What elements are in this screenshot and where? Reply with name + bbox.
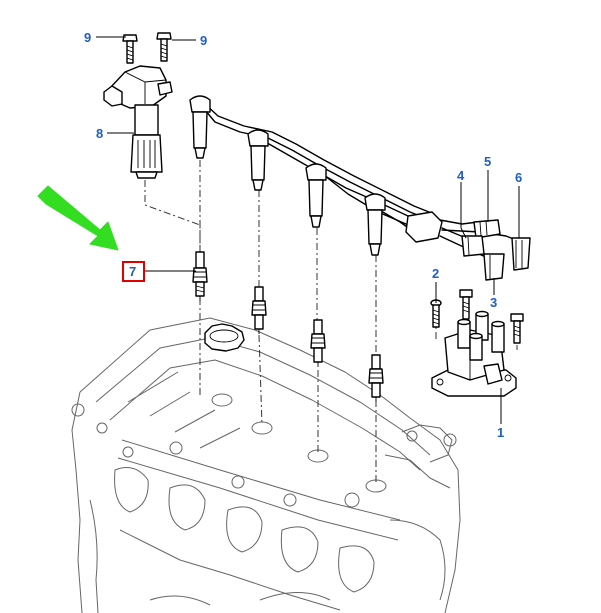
bolt-2-right <box>510 313 524 344</box>
coil-pack <box>431 310 517 397</box>
callout-9-left: 9 <box>84 30 91 45</box>
plug-boot-1 <box>189 95 211 159</box>
ignition-coil <box>103 32 173 179</box>
spark-plug-3 <box>310 319 326 367</box>
plug-boot-3 <box>305 163 327 228</box>
callout-7-highlight-box <box>122 261 145 282</box>
cylinder-head <box>71 317 461 613</box>
lead-boot-3 <box>483 253 505 281</box>
callout-4: 4 <box>457 168 465 183</box>
callout-8: 8 <box>96 126 103 141</box>
bolt-9-left <box>122 34 138 64</box>
lead-boot-4 <box>461 235 485 257</box>
oil-filler-cap <box>204 323 245 352</box>
spark-plug-2 <box>251 286 267 334</box>
callout-2: 2 <box>432 266 439 281</box>
callout-6: 6 <box>515 170 522 185</box>
plug-boot-4 <box>364 193 386 256</box>
leader-lines <box>96 36 520 424</box>
callout-1: 1 <box>497 425 504 440</box>
lead-boot-6 <box>511 237 531 271</box>
spark-plug-4 <box>368 354 384 402</box>
spark-plug-highlighted <box>192 251 208 301</box>
callout-7: 7 <box>129 264 136 279</box>
green-pointer-arrow <box>37 185 119 251</box>
bolt-2-middle <box>459 289 473 320</box>
lead-boot-5 <box>473 219 501 239</box>
ht-leads <box>189 95 531 281</box>
callout-5: 5 <box>484 154 491 169</box>
callout-3: 3 <box>490 295 497 310</box>
callout-9-right: 9 <box>200 33 207 48</box>
bolt-9-right <box>156 32 172 62</box>
plug-boot-2 <box>247 129 269 191</box>
bolt-2-left <box>430 299 442 328</box>
